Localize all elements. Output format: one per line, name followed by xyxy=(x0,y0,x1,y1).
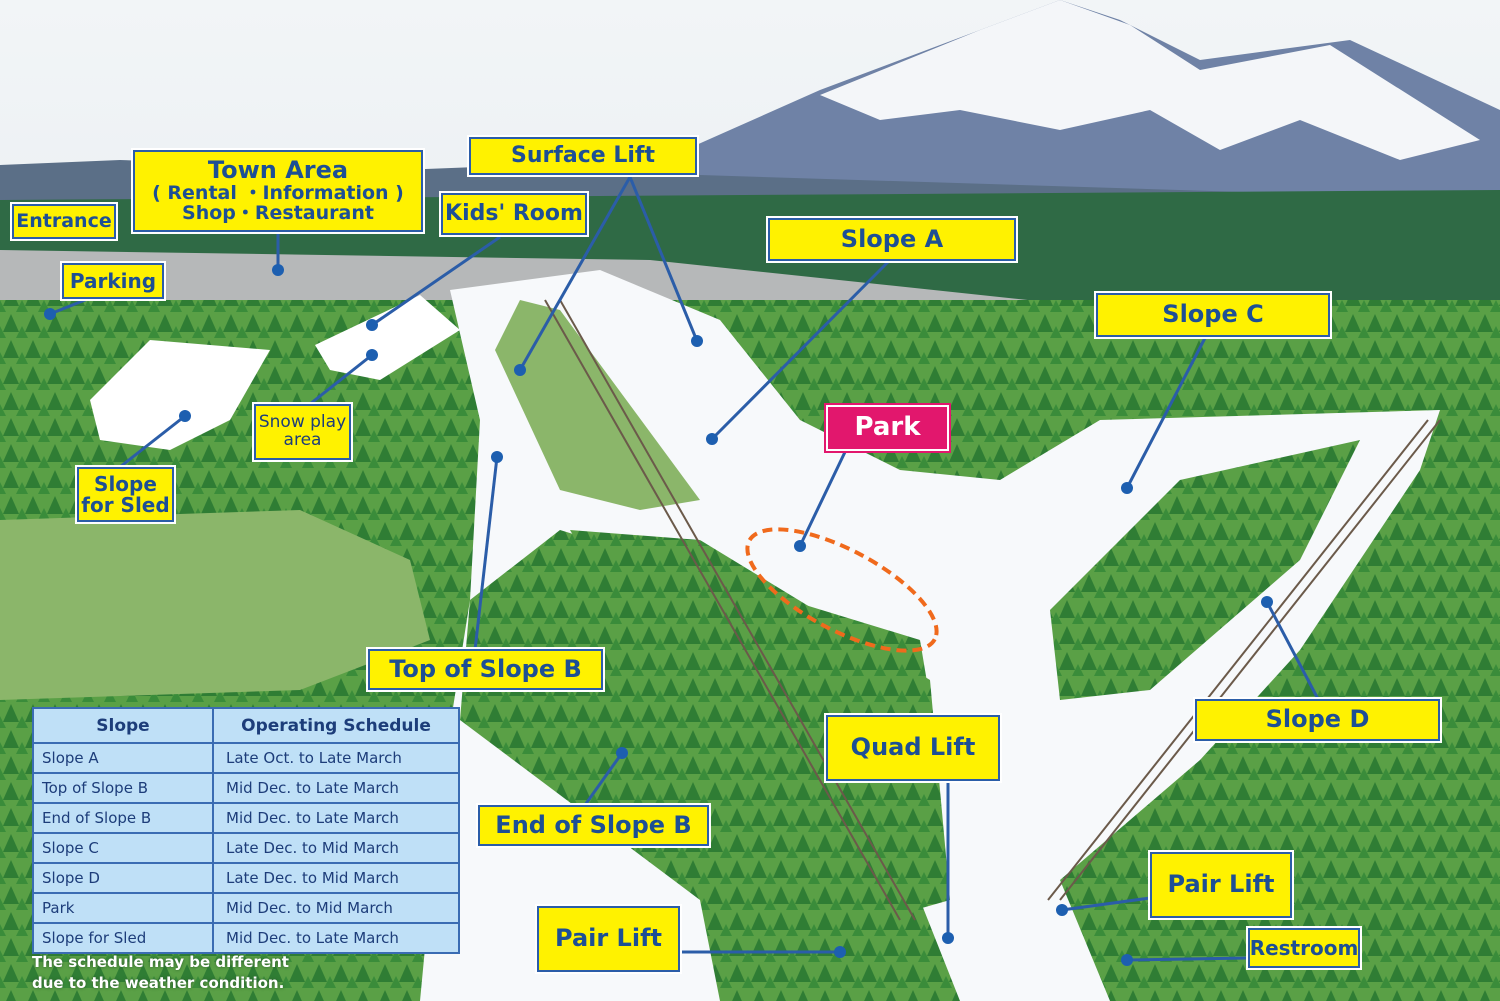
column-header-schedule: Operating Schedule xyxy=(212,707,460,744)
label-surface-lift[interactable]: Surface Lift xyxy=(469,137,697,175)
pair-lift-line xyxy=(1047,419,1441,901)
label-pair-lift-right[interactable]: Pair Lift xyxy=(1150,852,1292,918)
slope-name: Slope C xyxy=(32,832,214,864)
schedule-note: The schedule may be different due to the… xyxy=(32,952,289,994)
schedule-value: Mid Dec. to Late March xyxy=(212,922,460,954)
lift-island xyxy=(570,530,950,920)
label-slope-d[interactable]: Slope D xyxy=(1195,699,1440,741)
surface-lift-strip xyxy=(495,300,700,510)
schedule-value: Mid Dec. to Late March xyxy=(212,802,460,834)
slope-name: Slope for Sled xyxy=(32,922,214,954)
slope-name: Slope D xyxy=(32,862,214,894)
note-line2: due to the weather condition. xyxy=(32,974,285,992)
schedule-value: Mid Dec. to Late March xyxy=(212,772,460,804)
slope-name: End of Slope B xyxy=(32,802,214,834)
main-slope xyxy=(420,270,1440,1001)
leader-lines xyxy=(49,176,1320,962)
table-header-row: Slope Operating Schedule xyxy=(32,707,460,744)
slope-name: Top of Slope B xyxy=(32,772,214,804)
label-park[interactable]: Park xyxy=(826,405,949,451)
mountain-snow xyxy=(820,0,1480,160)
town-area-title: Town Area xyxy=(207,156,349,185)
label-town-area[interactable]: Town Area ( Rental ・Information ) Shop・R… xyxy=(133,150,423,232)
slope-name: Slope A xyxy=(32,742,214,774)
schedule-value: Mid Dec. to Mid March xyxy=(212,892,460,924)
column-header-slope: Slope xyxy=(32,707,214,744)
slope-name: Park xyxy=(32,892,214,924)
label-pair-lift-left[interactable]: Pair Lift xyxy=(537,906,680,972)
label-entrance[interactable]: Entrance xyxy=(12,204,116,239)
town-area-line1: ( Rental ・Information ) xyxy=(152,181,404,204)
snow-play xyxy=(315,295,460,380)
label-end-of-slope-b[interactable]: End of Slope B xyxy=(478,805,709,846)
sled-slope xyxy=(90,340,270,450)
slope-sled-line2: for Sled xyxy=(81,492,170,517)
lift-island-2 xyxy=(1050,440,1360,700)
label-parking[interactable]: Parking xyxy=(62,263,164,299)
schedule-value: Late Dec. to Mid March xyxy=(212,832,460,864)
label-slope-c[interactable]: Slope C xyxy=(1096,293,1330,337)
label-kids-room[interactable]: Kids' Room xyxy=(441,193,587,235)
quad-lift-line xyxy=(544,299,916,921)
slope-sled-line1: Slope xyxy=(94,471,157,496)
label-slope-a[interactable]: Slope A xyxy=(768,218,1016,261)
label-restroom[interactable]: Restroom xyxy=(1248,928,1360,968)
label-slope-for-sled[interactable]: Slope for Sled xyxy=(77,467,174,522)
location-markers xyxy=(44,264,1273,966)
note-line1: The schedule may be different xyxy=(32,953,289,971)
label-snow-play-area[interactable]: Snow play area xyxy=(254,404,351,460)
label-quad-lift[interactable]: Quad Lift xyxy=(826,715,1000,781)
snow-play-line2: area xyxy=(283,430,322,450)
town-area-line2: Shop・Restaurant xyxy=(182,201,374,224)
park-area-outline xyxy=(745,527,939,653)
road xyxy=(0,250,1500,400)
schedule-value: Late Oct. to Late March xyxy=(212,742,460,774)
meadow xyxy=(0,510,430,700)
label-top-of-slope-b[interactable]: Top of Slope B xyxy=(368,649,603,690)
snow-play-line1: Snow play xyxy=(258,412,347,433)
schedule-value: Late Dec. to Mid March xyxy=(212,862,460,894)
